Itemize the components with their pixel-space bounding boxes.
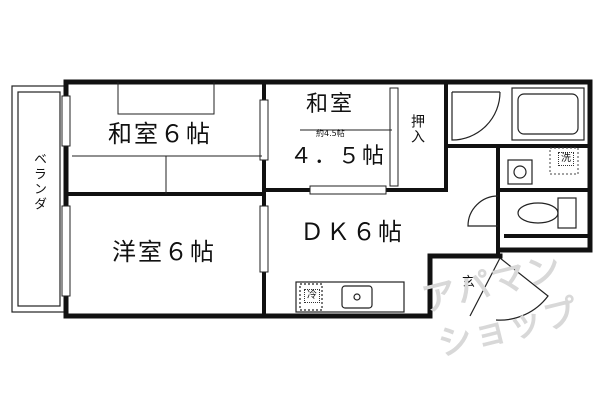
label-reizouko: 冷 <box>304 289 320 303</box>
window-washitsu <box>61 95 71 147</box>
kitchen-sink <box>341 285 373 309</box>
room-label-washitsu-45-note: 約4.5帖 <box>316 129 345 138</box>
wash-basin-drain <box>513 165 527 179</box>
window-youshitsu <box>61 205 71 297</box>
bathtub-inner <box>517 93 579 135</box>
bathtub-outer <box>511 87 585 141</box>
sink-drain <box>353 293 361 301</box>
kitchen-counter <box>295 281 405 313</box>
veranda-inner-rail <box>17 91 61 307</box>
wash-basin <box>507 159 533 185</box>
door-closet <box>389 87 399 187</box>
tatami-lines <box>72 82 392 194</box>
room-label-youshitsu-6: 洋室６帖 <box>112 238 216 266</box>
door-washitsu-dk <box>259 99 269 161</box>
room-label-washitsu-6: 和室６帖 <box>108 120 212 148</box>
kitchen <box>295 281 405 313</box>
label-genkan: 玄 <box>462 275 476 290</box>
toilet-door-swing <box>467 195 499 227</box>
washer-space <box>549 147 579 175</box>
interior-walls <box>64 80 592 318</box>
door-swings <box>451 91 549 321</box>
bathtub <box>511 87 585 141</box>
door-youshitsu-dk <box>259 205 269 273</box>
openings <box>61 87 399 297</box>
tatami-line-top <box>117 82 215 115</box>
entrance-step <box>469 257 501 317</box>
room-label-washitsu-45-name: 和室 <box>306 92 355 117</box>
wash-basin-outer <box>507 159 533 185</box>
bath-door-swing <box>451 91 501 141</box>
label-sentaku: 洗 <box>558 152 574 166</box>
toilet-bowl <box>517 202 559 224</box>
label-veranda: ベランダ <box>31 152 46 212</box>
door-washitsu45-dk <box>309 185 387 195</box>
room-label-washitsu-45-size: ４．５帖 <box>290 144 387 169</box>
entrance-door-swing <box>495 257 549 321</box>
toilet-tank <box>557 197 577 229</box>
label-oshiire: 押入 <box>409 114 425 144</box>
toilet <box>517 197 577 229</box>
room-label-dk-6: ＤＫ６帖 <box>300 218 404 246</box>
